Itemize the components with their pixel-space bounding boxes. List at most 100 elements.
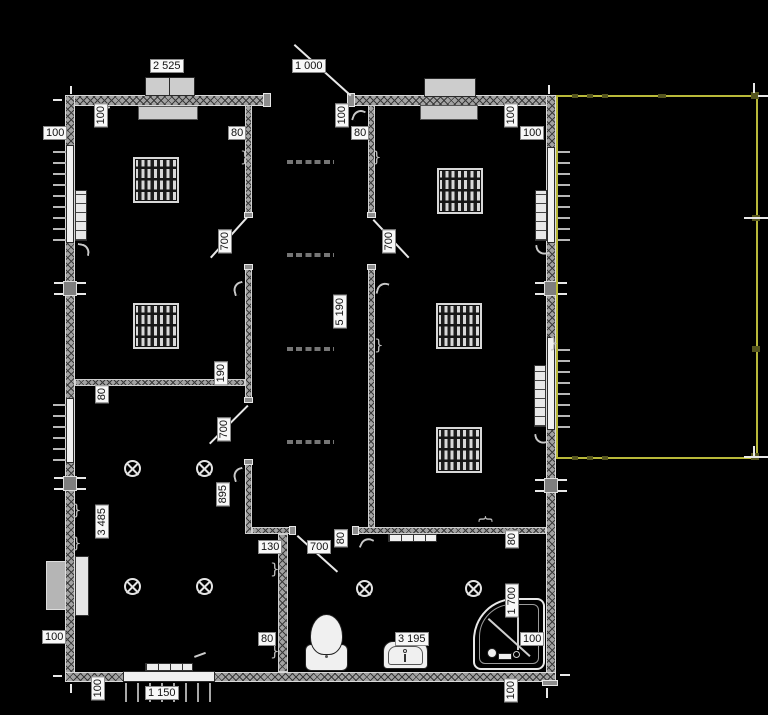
terrace-outline	[556, 95, 758, 459]
radiator	[535, 190, 547, 241]
dimension-label: 80	[505, 530, 519, 549]
interior-wall	[245, 460, 252, 534]
dimension-tick	[753, 83, 755, 93]
roof-window	[437, 168, 483, 214]
ceiling-light-icon	[124, 578, 141, 595]
terrace-tick	[572, 94, 578, 98]
stove-outside	[46, 561, 66, 610]
dimension-label: 2 525	[150, 59, 184, 73]
window-handle-icon	[534, 431, 549, 446]
stair-dashes	[287, 347, 334, 351]
ceiling-light-icon	[196, 578, 213, 595]
wall-break-mark: }	[549, 334, 559, 352]
door-jamb	[367, 212, 376, 218]
window-sill-outside	[424, 78, 476, 97]
dimension-label: 1 700	[505, 584, 519, 618]
dimension-tick	[548, 85, 550, 94]
faucet-icon	[403, 649, 407, 653]
terrace-tick	[602, 94, 608, 98]
dimension-tick	[753, 446, 755, 456]
dimension-label: 130	[258, 540, 283, 554]
roof-window	[133, 157, 179, 203]
dimension-label: 100	[43, 126, 68, 140]
window-divider	[169, 77, 170, 96]
dimension-tick	[53, 99, 62, 101]
roof-window	[133, 303, 179, 349]
faucet-icon	[404, 654, 406, 662]
wall-break-mark: }	[374, 336, 384, 354]
window-opening	[547, 337, 555, 430]
interior-wall	[368, 265, 375, 533]
radiator-fins	[557, 340, 570, 428]
dimension-tick	[546, 688, 548, 698]
dimension-label: 700	[307, 540, 332, 554]
dimension-label: 100	[91, 676, 105, 701]
door-jamb	[289, 526, 296, 535]
terrace-tick	[602, 456, 608, 460]
wall-junction-mark	[63, 281, 77, 296]
window-sill-inside	[138, 106, 198, 120]
stove	[75, 556, 89, 616]
window-handle-icon	[76, 242, 91, 257]
ceiling-light-icon	[196, 460, 213, 477]
shower-divider	[517, 600, 519, 650]
shower-faucet-icon	[487, 648, 497, 658]
exterior-wall-bottom	[65, 672, 556, 682]
dimension-label: 895	[216, 482, 230, 507]
door-jamb	[244, 459, 253, 465]
dimension-label: 100	[520, 126, 545, 140]
terrace-tick	[572, 456, 578, 460]
terrace-tick	[751, 92, 759, 99]
window-sill-inside	[420, 105, 478, 120]
terrace-tick	[752, 346, 760, 352]
door-stop-icon	[231, 280, 246, 297]
door-jamb	[244, 212, 253, 218]
dimension-label: 1 000	[292, 59, 326, 73]
shelf	[388, 534, 437, 542]
ceiling-light-icon	[124, 460, 141, 477]
door-jamb	[367, 264, 376, 270]
entrance-threshold	[123, 671, 215, 682]
door-stop-icon	[375, 280, 390, 297]
wall-break-mark: }	[72, 534, 82, 552]
interior-wall-bathroom	[278, 534, 288, 672]
washbasin-bowl	[388, 646, 423, 665]
dimension-label: 5 190	[333, 295, 347, 329]
dimension-tick	[70, 86, 72, 94]
radiator	[75, 190, 87, 241]
door-stop-icon	[231, 466, 246, 483]
dimension-label: 100	[504, 678, 518, 703]
wall-break-mark: }	[72, 501, 82, 519]
dimension-label: 700	[382, 229, 396, 254]
dimension-label: 700	[218, 229, 232, 254]
ceiling-light-icon	[356, 580, 373, 597]
dimension-tick	[744, 217, 768, 219]
window-handle-icon	[535, 242, 550, 257]
dimension-label: 100	[504, 103, 518, 128]
roof-window	[436, 427, 482, 473]
window-opening	[66, 398, 74, 463]
radiator-fins	[53, 148, 66, 241]
dimension-label: 3 195	[395, 632, 429, 646]
dimension-label: 100	[42, 630, 67, 644]
wall-corner-cap	[542, 680, 558, 686]
wall-break-mark: }	[270, 560, 280, 578]
toilet-bowl	[310, 614, 343, 655]
dimension-tick	[744, 456, 768, 458]
entry-arrow	[194, 651, 206, 658]
terrace-tick	[658, 94, 666, 98]
radiator-fins	[557, 150, 570, 241]
wall-break-mark: }	[270, 642, 280, 660]
dimension-label: 80	[228, 126, 247, 140]
dimension-tick	[560, 674, 570, 676]
door-jamb	[263, 93, 271, 107]
dimension-label: 80	[334, 529, 348, 548]
door-jamb	[244, 397, 253, 403]
radiator-fins	[53, 400, 66, 461]
terrace-tick	[587, 456, 593, 460]
radiator	[534, 365, 546, 427]
door-stop-icon	[351, 107, 366, 124]
wall-break-mark: }	[475, 514, 494, 524]
dimension-label: 190	[214, 361, 228, 386]
